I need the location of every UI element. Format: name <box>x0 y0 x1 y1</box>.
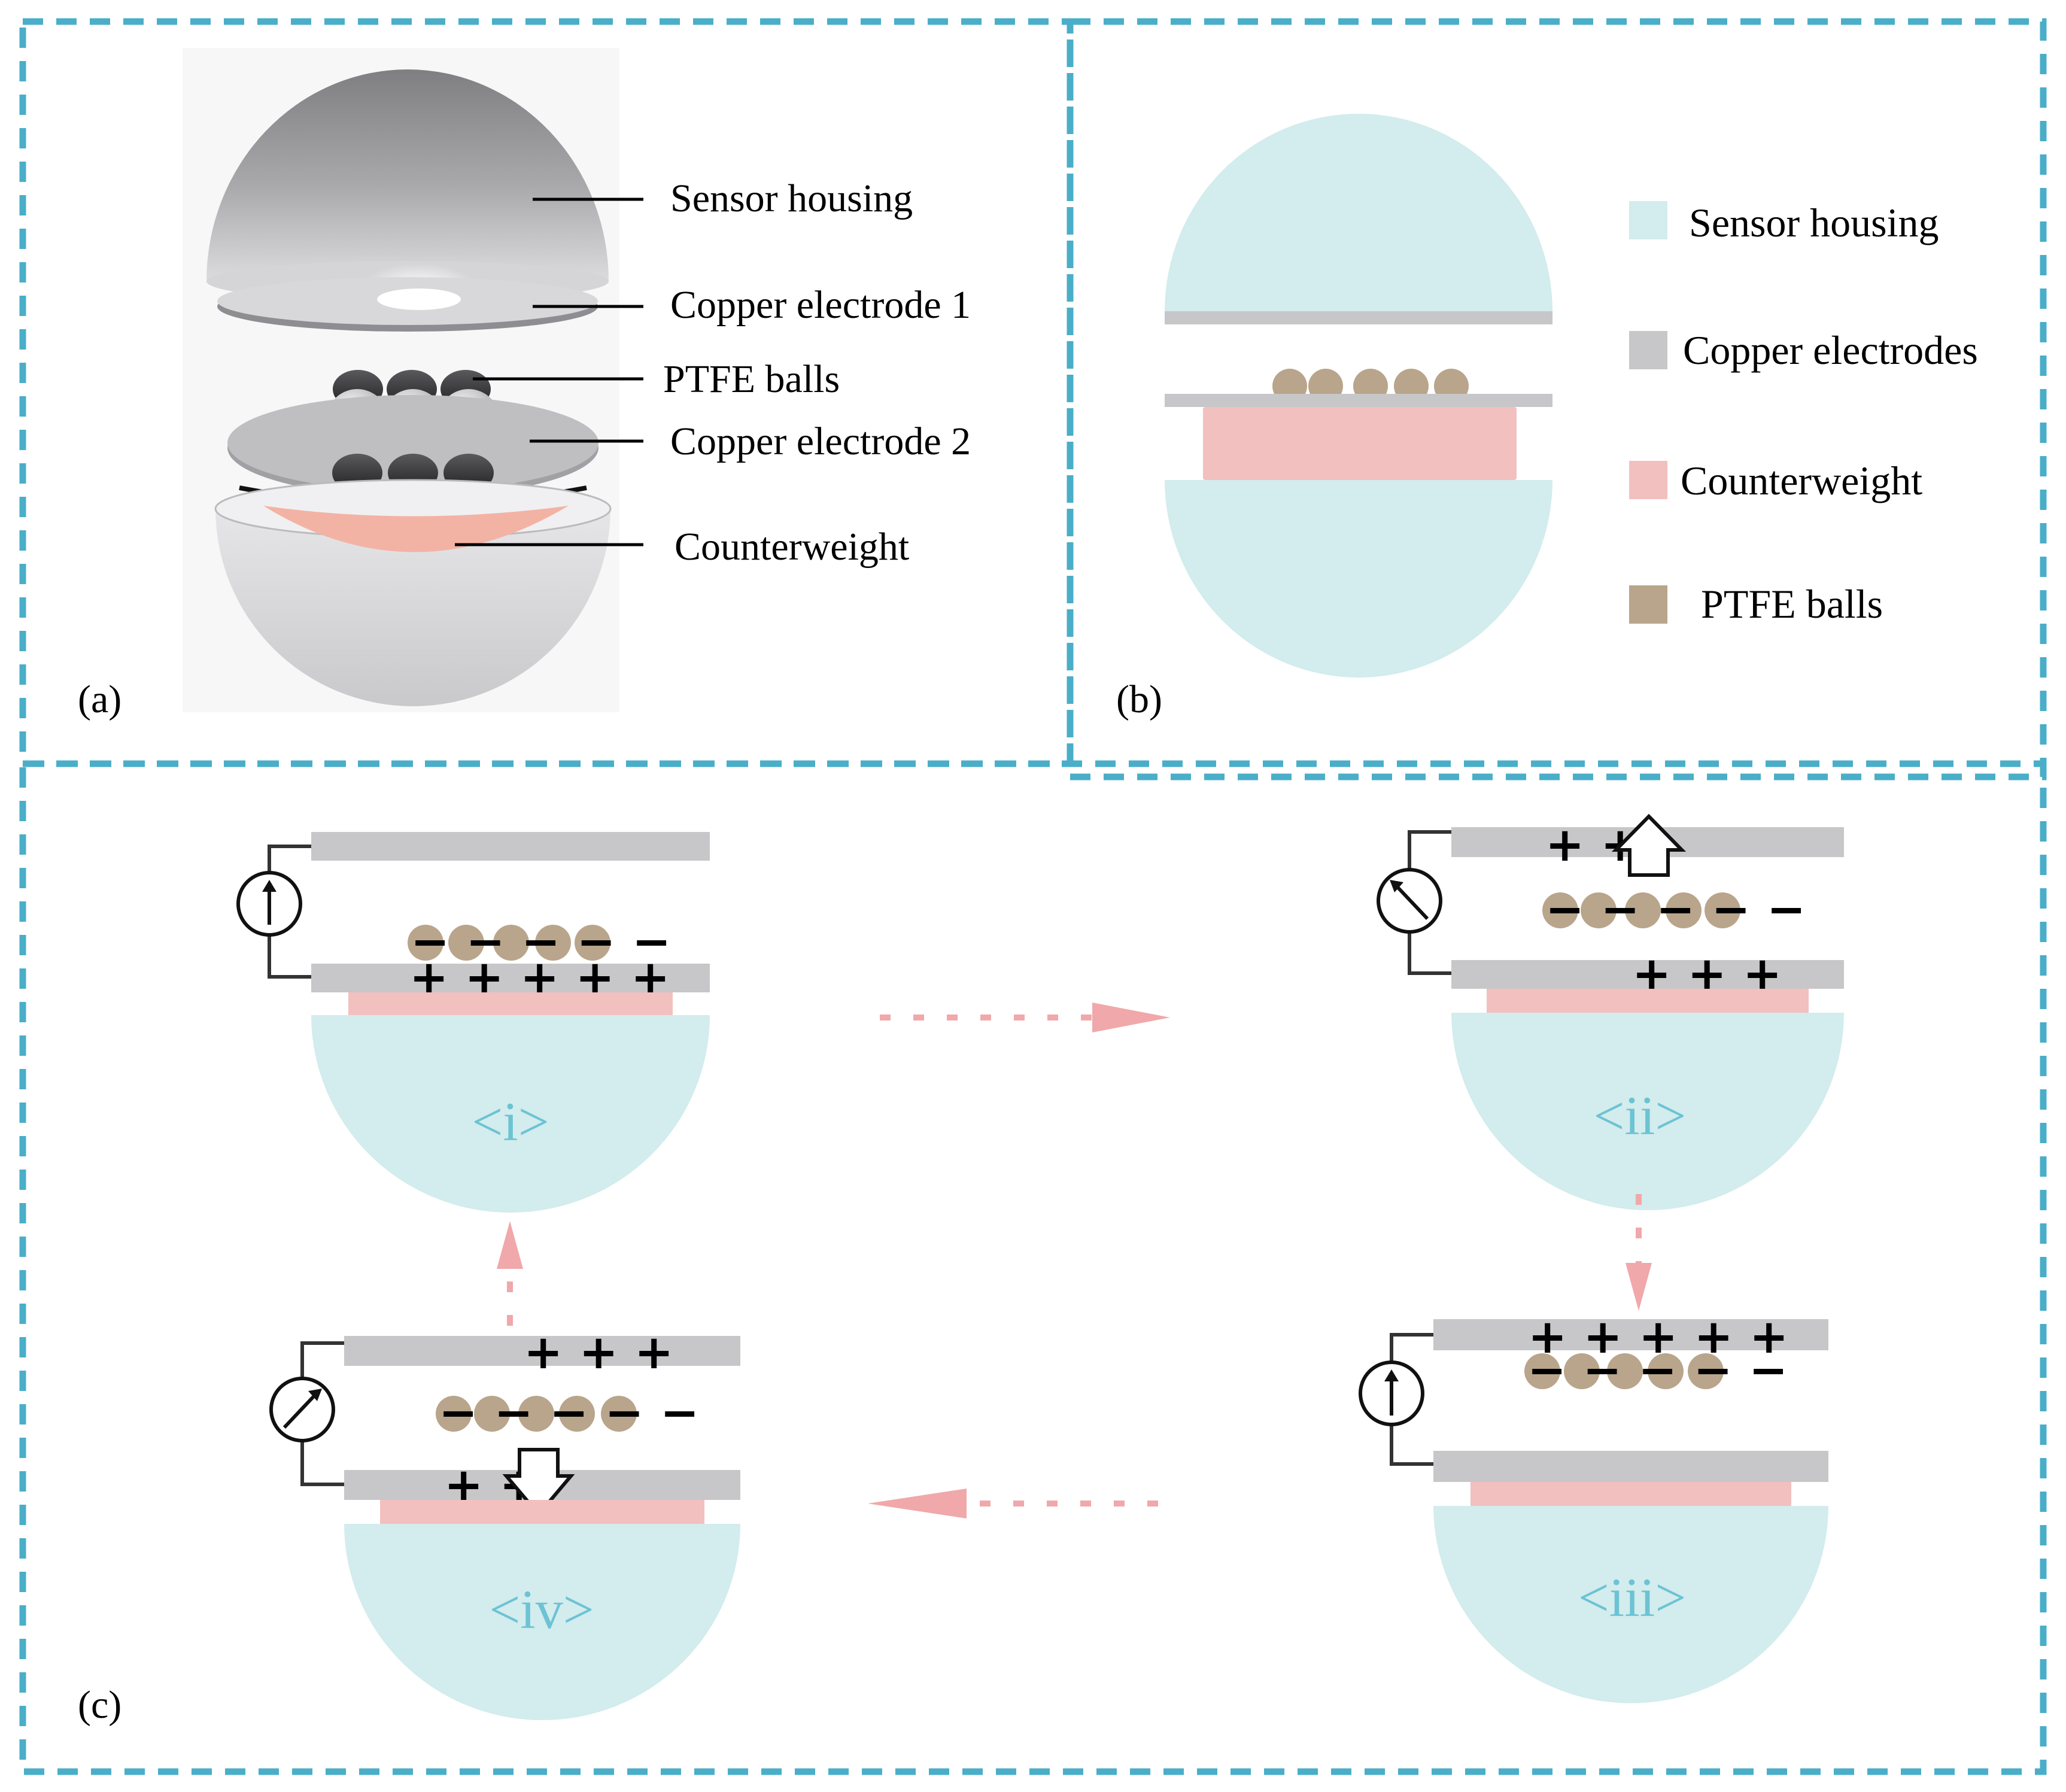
galvanometer-up-icon <box>236 871 302 937</box>
panel-frames <box>19 18 2047 1775</box>
counterweight <box>1470 1482 1791 1506</box>
electrode-bottom <box>311 964 710 992</box>
electrode-top <box>1433 1319 1828 1350</box>
ball-charges: − − − − − <box>411 915 671 969</box>
panel-a-tag: (a) <box>78 678 121 721</box>
stage-label: <iii> <box>1578 1567 1686 1628</box>
frame-panel-c <box>19 760 2047 1775</box>
panel-c-tag: (c) <box>78 1683 121 1727</box>
stage-iv: + + + − − − − − + + <iv> <box>269 1326 740 1720</box>
copper-electrode-1-render <box>217 277 598 332</box>
arrow-ii-to-iii <box>1626 1194 1652 1311</box>
electrode-top <box>311 832 710 861</box>
electrode-top <box>1165 311 1552 324</box>
arrow-iii-to-iv <box>868 1489 1158 1518</box>
legend-electrodes: Copper electrodes <box>1683 327 1978 373</box>
callout-sensor-housing: Sensor housing <box>670 177 913 220</box>
stage-label: <i> <box>472 1091 549 1152</box>
galvanometer-right-icon <box>269 1377 335 1442</box>
legend-ptfe: PTFE balls <box>1701 581 1883 627</box>
galvanometer-up-icon <box>1359 1360 1424 1426</box>
down-arrow-icon <box>502 1448 575 1517</box>
electrode-bottom <box>1451 960 1844 989</box>
legend-swatch-ptfe <box>1629 585 1667 624</box>
legend-swatch-counterweight <box>1629 461 1667 499</box>
electrode-bottom <box>1433 1451 1828 1482</box>
ball-charges: − − − − − <box>1545 883 1806 937</box>
counterweight <box>348 992 673 1015</box>
ptfe-balls <box>1524 1353 1724 1389</box>
arrow-i-to-ii <box>880 1003 1170 1032</box>
legend: Sensor housing Copper electrodes Counter… <box>1629 200 1978 627</box>
stage-iii: + + + + + − − − − − <iii> <box>1359 1310 1828 1703</box>
ball-charges: − − − − − <box>1527 1344 1788 1398</box>
galvanometer-left-icon <box>1377 868 1442 934</box>
electrode-bottom <box>1165 394 1552 407</box>
legend-swatch-housing <box>1629 201 1667 239</box>
arrow-iv-to-i <box>497 1221 523 1326</box>
counterweight <box>380 1500 704 1524</box>
panel-a: Sensor housing Copper electrode 1 PTFE b… <box>78 48 971 721</box>
panel-c: − − − − − + + + + + <i> + + − − − − <box>78 813 1844 1727</box>
stage-label: <iv> <box>489 1579 594 1640</box>
ptfe-balls <box>436 1396 637 1432</box>
frame-panel-b <box>1067 18 2047 780</box>
ptfe-balls <box>408 925 610 961</box>
housing-hemisphere <box>1451 1013 1844 1210</box>
panel-b: Sensor housing Copper electrodes Counter… <box>1116 114 1978 721</box>
bowl-and-counterweight-render <box>214 479 612 706</box>
legend-swatch-electrodes <box>1629 331 1667 369</box>
legend-counterweight: Counterweight <box>1681 458 1922 503</box>
counterweight <box>1487 989 1809 1013</box>
callout-copper-electrode-2: Copper electrode 2 <box>670 420 971 463</box>
leader-lines <box>455 198 643 546</box>
housing-hemisphere <box>311 1015 710 1213</box>
housing-hemisphere <box>1433 1506 1828 1703</box>
transition-arrows <box>497 1003 1652 1518</box>
ball-charges: − − − − − <box>439 1386 699 1440</box>
panel-b-tag: (b) <box>1116 678 1162 721</box>
callout-counterweight: Counterweight <box>675 525 909 569</box>
stage-ii: + + − − − − − + + + <ii> <box>1377 813 1844 1210</box>
ptfe-balls <box>1542 892 1740 928</box>
up-arrow-icon <box>1611 813 1687 877</box>
housing-top <box>1165 114 1552 311</box>
callout-copper-electrode-1: Copper electrode 1 <box>670 283 971 327</box>
callout-ptfe-balls: PTFE balls <box>663 357 840 401</box>
housing-hemisphere <box>344 1524 740 1720</box>
housing-bottom <box>1165 480 1552 678</box>
top-charges: + + + <box>524 1326 673 1380</box>
legend-housing: Sensor housing <box>1689 200 1939 245</box>
copper-electrode-2-render <box>227 395 598 507</box>
stage-label: <ii> <box>1594 1085 1687 1146</box>
electrode-top <box>344 1336 740 1366</box>
stage-i: − − − − − + + + + + <i> <box>236 832 710 1213</box>
counterweight <box>1203 407 1517 480</box>
